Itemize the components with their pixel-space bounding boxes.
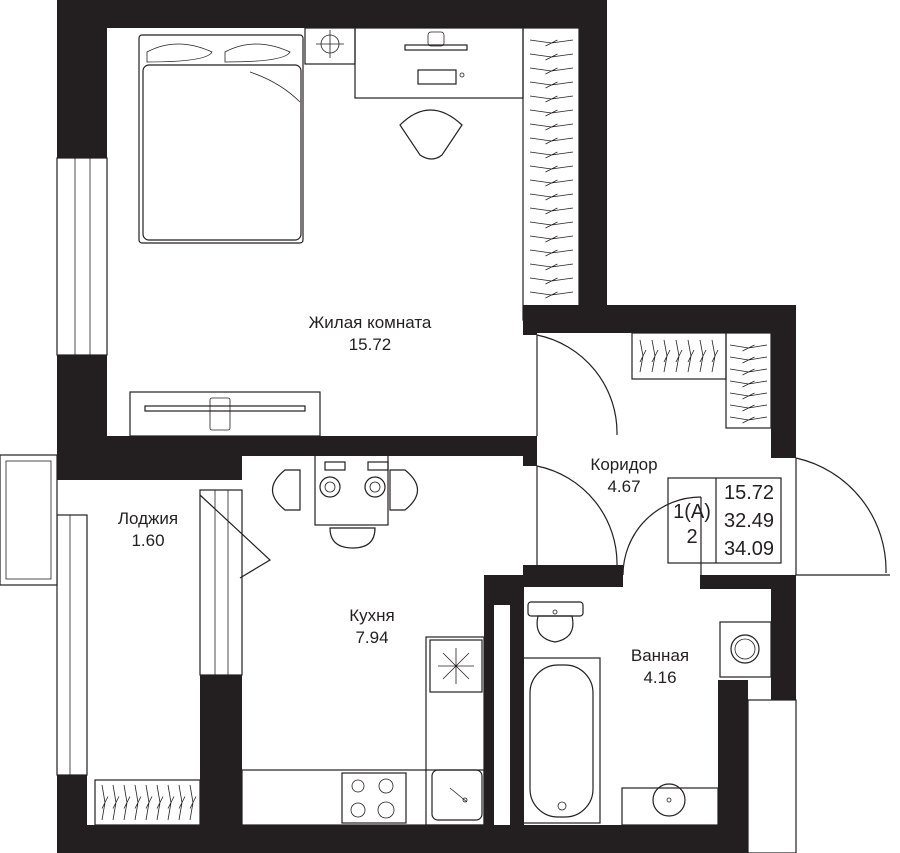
room-name: Ванная — [631, 646, 689, 665]
hanger-mark — [101, 784, 109, 821]
hanger-mark — [729, 356, 768, 364]
hanger-mark — [699, 339, 707, 373]
hanger-mark — [112, 784, 120, 821]
sink — [621, 783, 719, 826]
room-area: 15.72 — [349, 335, 392, 354]
window-kitchen — [199, 489, 243, 676]
hanger-mark — [729, 368, 768, 376]
hanger-mark — [687, 339, 695, 373]
total-area: 32.49 — [724, 510, 774, 532]
hanger-mark — [529, 53, 574, 61]
wardrobe-corridor — [631, 332, 772, 429]
kitchen-counter — [241, 636, 485, 826]
hanger-mark — [729, 344, 768, 352]
loggia-storage — [94, 494, 271, 826]
hanger-mark — [134, 784, 142, 821]
window-bathroom-shaft — [747, 699, 797, 853]
hanger-mark — [529, 221, 574, 229]
hanger-mark — [145, 784, 153, 821]
room-name: Коридор — [590, 455, 657, 474]
room-name: Лоджия — [118, 509, 178, 528]
hanger-mark — [529, 109, 574, 117]
hanger-mark — [529, 81, 574, 89]
hanger-mark — [529, 235, 574, 243]
hanger-mark — [529, 193, 574, 201]
washing-machine — [719, 621, 772, 678]
wardrobe-bedroom — [522, 27, 580, 321]
hanger-mark — [123, 784, 131, 821]
desk — [304, 27, 524, 99]
desk-chair — [399, 109, 463, 160]
room-label-loggia: Лоджия 1.60 — [118, 509, 178, 550]
room-label-kitchen: Кухня 7.94 — [349, 606, 395, 647]
hanger-mark — [529, 123, 574, 131]
hanger-mark — [529, 151, 574, 159]
hanger-mark — [675, 339, 683, 373]
dining-set — [271, 449, 419, 549]
hanger-mark — [529, 67, 574, 75]
hanger-mark — [711, 339, 719, 373]
hanger-mark — [529, 39, 574, 47]
hanger-mark — [529, 137, 574, 145]
hanger-mark — [529, 277, 574, 285]
hanger-mark — [178, 784, 186, 821]
room-name: Кухня — [349, 606, 395, 625]
hanger-mark — [156, 784, 164, 821]
hanger-mark — [729, 392, 768, 400]
room-label-living: Жилая комната 15.72 — [309, 313, 432, 354]
tv-stand — [129, 391, 321, 437]
room-area: 7.94 — [355, 628, 388, 647]
hanger-mark — [529, 165, 574, 173]
bathtub — [522, 657, 601, 824]
room-area: 1.60 — [131, 531, 164, 550]
apartment-type: 1(А) — [673, 501, 711, 523]
hanger-mark — [663, 339, 671, 373]
hanger-mark — [729, 380, 768, 388]
bed — [138, 34, 304, 244]
apartment-floor: 2 — [686, 526, 697, 548]
hanger-mark — [529, 263, 574, 271]
room-area: 4.67 — [607, 477, 640, 496]
hanger-mark — [651, 339, 659, 373]
hanger-mark — [529, 207, 574, 215]
corridor-doors — [536, 334, 890, 576]
room-area: 4.16 — [643, 668, 676, 687]
living-area: 15.72 — [724, 482, 774, 504]
hanger-mark — [729, 416, 768, 424]
hanger-mark — [529, 291, 574, 299]
toilet — [527, 601, 584, 643]
hanger-mark — [729, 404, 768, 412]
room-label-bathroom: Ванная 4.16 — [631, 646, 689, 687]
window-loggia — [0, 454, 88, 776]
window-bedroom — [56, 157, 108, 356]
room-label-corridor: Коридор 4.67 — [590, 455, 657, 496]
hanger-mark — [639, 339, 647, 373]
room-name: Жилая комната — [309, 313, 432, 332]
hanger-mark — [529, 95, 574, 103]
apartment-info: 1(А) 2 15.72 32.49 34.09 — [667, 477, 782, 564]
hanger-mark — [167, 784, 175, 821]
hanger-mark — [529, 249, 574, 257]
hanger-mark — [529, 179, 574, 187]
hanger-mark — [189, 784, 197, 821]
walls — [57, 0, 796, 853]
total-area-with-loggia: 34.09 — [724, 538, 774, 560]
